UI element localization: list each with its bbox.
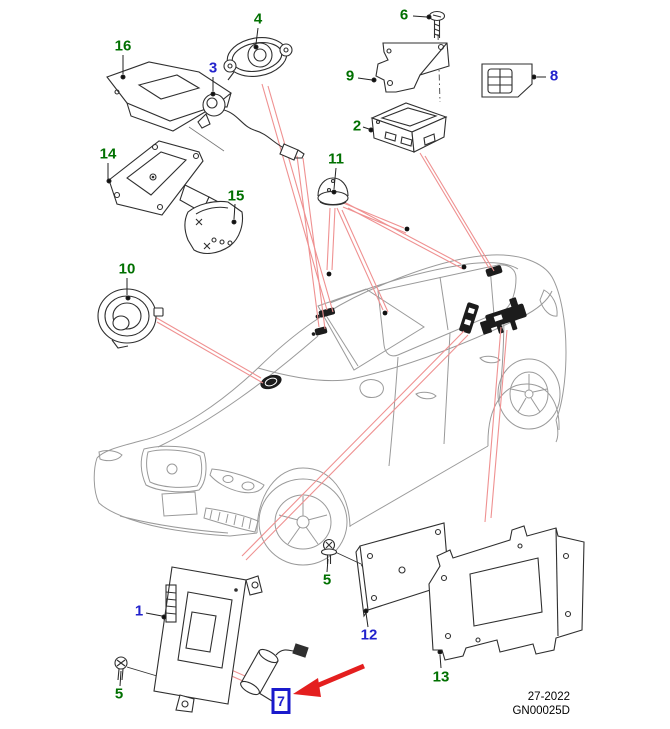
part-label-8[interactable]: 8 bbox=[549, 67, 559, 85]
part-8-drawing bbox=[481, 63, 533, 98]
b-pillar-module-icon bbox=[459, 302, 479, 334]
part-1-drawing bbox=[153, 566, 263, 713]
rear-quarter-assembly-icon bbox=[479, 297, 527, 335]
part-label-12[interactable]: 12 bbox=[360, 626, 378, 644]
part-5a-drawing bbox=[114, 656, 128, 681]
part-11-drawing bbox=[317, 177, 349, 206]
part-label-4[interactable]: 4 bbox=[253, 10, 263, 28]
part-label-3[interactable]: 3 bbox=[208, 59, 218, 77]
part-label-10[interactable]: 10 bbox=[118, 260, 136, 278]
part-label-14[interactable]: 14 bbox=[99, 145, 117, 163]
part-4-drawing bbox=[223, 37, 293, 81]
part-6-drawing bbox=[428, 10, 446, 38]
vehicle-mounted-components bbox=[260, 265, 527, 390]
pointer-arrow bbox=[293, 663, 365, 697]
part-13-drawing bbox=[428, 525, 585, 661]
windshield-header-unit2-icon bbox=[311, 326, 328, 336]
red-callout-endpoint-dots bbox=[326, 226, 467, 316]
part-leader-lines bbox=[106, 14, 546, 687]
footer-figure-code: GN00025D bbox=[512, 705, 570, 717]
part-10-drawing bbox=[97, 288, 164, 349]
part-3-drawing bbox=[197, 93, 305, 161]
footer-date-code: 27-2022 bbox=[527, 691, 570, 703]
part-label-1[interactable]: 1 bbox=[134, 602, 144, 620]
part-2-drawing bbox=[370, 102, 448, 153]
part-9-drawing bbox=[375, 42, 450, 93]
part-label-5-lower[interactable]: 5 bbox=[114, 685, 124, 703]
part-label-6[interactable]: 6 bbox=[399, 6, 409, 24]
part-label-15[interactable]: 15 bbox=[227, 187, 245, 205]
part-label-11[interactable]: 11 bbox=[328, 150, 344, 168]
part-5b-drawing bbox=[320, 538, 338, 564]
part-16-drawing bbox=[106, 61, 232, 132]
part-7-drawing bbox=[240, 643, 309, 702]
part-label-7-highlighted[interactable]: 7 bbox=[271, 688, 291, 714]
part-label-16[interactable]: 16 bbox=[114, 37, 132, 55]
part-label-13[interactable]: 13 bbox=[432, 668, 450, 686]
part-label-5-mid[interactable]: 5 bbox=[322, 571, 332, 589]
part-label-2[interactable]: 2 bbox=[352, 117, 362, 135]
dash-speaker-icon bbox=[260, 374, 282, 390]
part-15-drawing bbox=[184, 200, 244, 255]
part-label-9[interactable]: 9 bbox=[345, 67, 355, 85]
